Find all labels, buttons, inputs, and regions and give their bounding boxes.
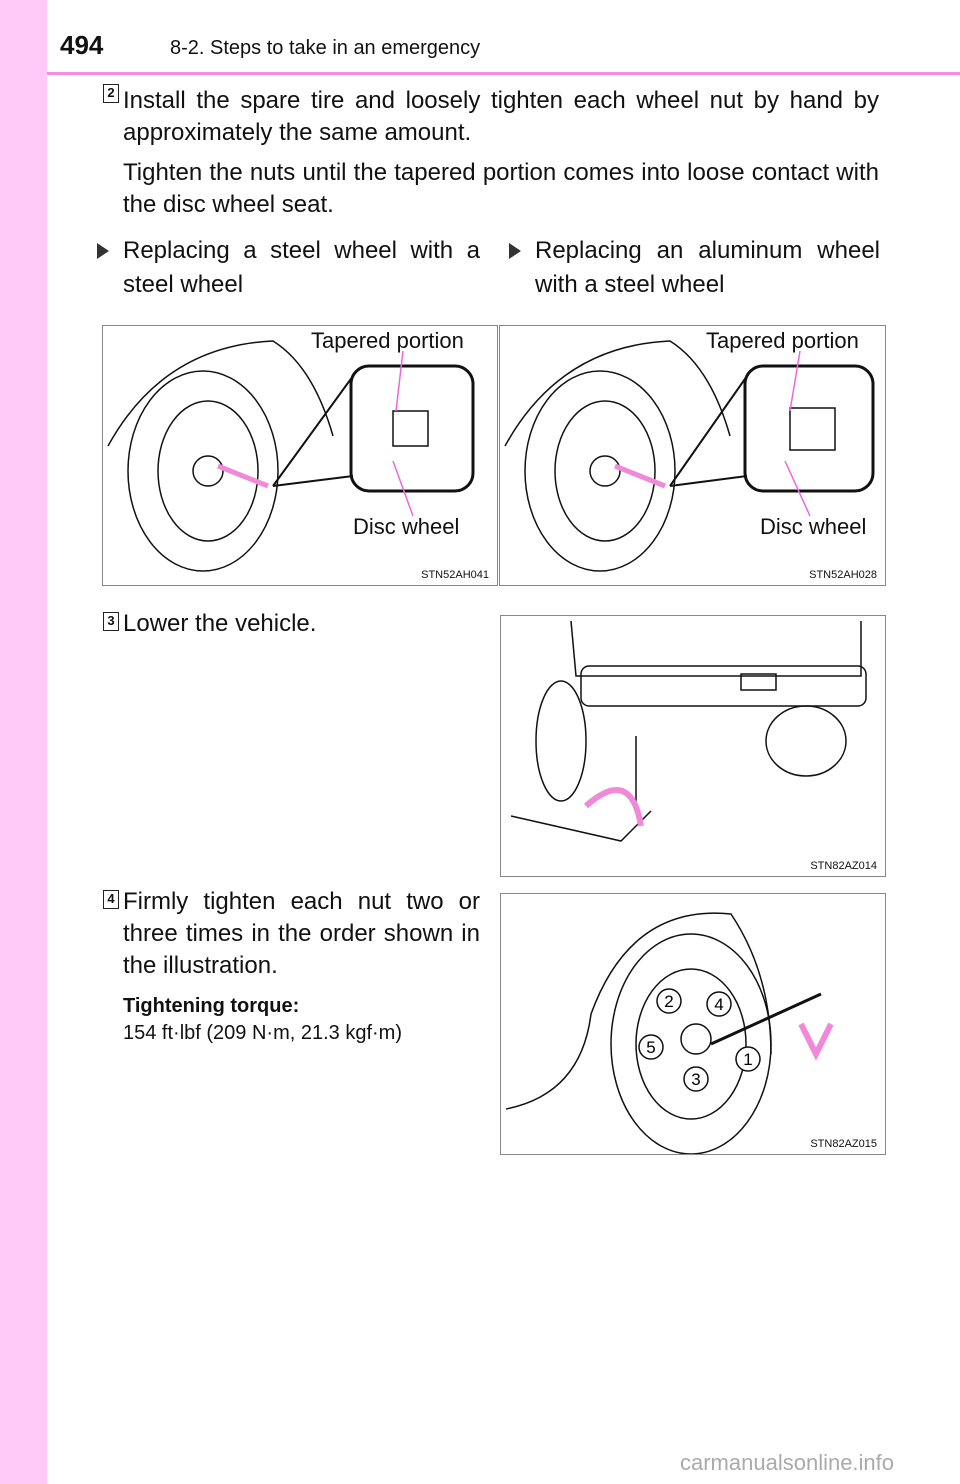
figure-code: STN82AZ015 [810,1138,877,1150]
step-2-subtext: Tighten the nuts until the tapered porti… [123,159,879,218]
order-number: 5 [646,1038,655,1057]
tighten-order-illustration: 1 2 3 4 5 [505,912,834,1154]
figure-tighten-order: 1 2 3 4 5 STN82AZ015 [500,893,886,1155]
case-aluminum-title: Replacing an aluminum wheel with a steel… [509,234,880,302]
tapered-portion-label: Tapered portion [311,328,464,353]
order-number: 4 [714,995,723,1014]
disc-wheel-label: Disc wheel [353,514,460,539]
figure-aluminum-wheel: Tapered portion Disc wheel STN52AH028 [499,325,886,586]
figure-code: STN52AH041 [421,569,489,581]
step-3-text: Lower the vehicle. [123,610,317,637]
step-number-4: 4 [103,890,119,909]
step-2-text: Install the spare tire and loosely tight… [123,87,879,146]
step-number-2: 2 [103,84,119,103]
step-4-text: Firmly tighten each nut two or three tim… [123,888,480,979]
header-rule [47,72,960,75]
tapered-portion-label: Tapered portion [706,328,859,353]
page-sidebar [0,0,47,1484]
wheel-nut-illustration [504,340,875,572]
order-number: 3 [691,1070,700,1089]
case-steel-title: Replacing a steel wheel with a steel whe… [97,234,480,302]
section-title: 8-2. Steps to take in an emergency [170,37,481,59]
figure-code: STN82AZ014 [810,860,877,872]
order-number: 1 [743,1050,752,1069]
watermark: carmanualsonline.info [680,1450,895,1475]
torque-value: 154 ft·lbf (209 N·m, 21.3 kgf·m) [123,1022,402,1044]
bullet-triangle-icon [97,243,109,259]
lower-vehicle-illustration [510,620,867,842]
figure-steel-wheel: Tapered portion Disc wheel STN52AH041 [102,325,498,586]
bullet-triangle-icon [509,243,521,259]
wheel-nut-illustration [107,340,475,572]
page-number: 494 [60,30,104,60]
order-number: 2 [664,992,673,1011]
figure-code: STN52AH028 [809,569,877,581]
torque-label: Tightening torque: [123,995,300,1017]
figure-lower-vehicle: STN82AZ014 [500,615,886,877]
disc-wheel-label: Disc wheel [760,514,867,539]
step-number-3: 3 [103,612,119,631]
